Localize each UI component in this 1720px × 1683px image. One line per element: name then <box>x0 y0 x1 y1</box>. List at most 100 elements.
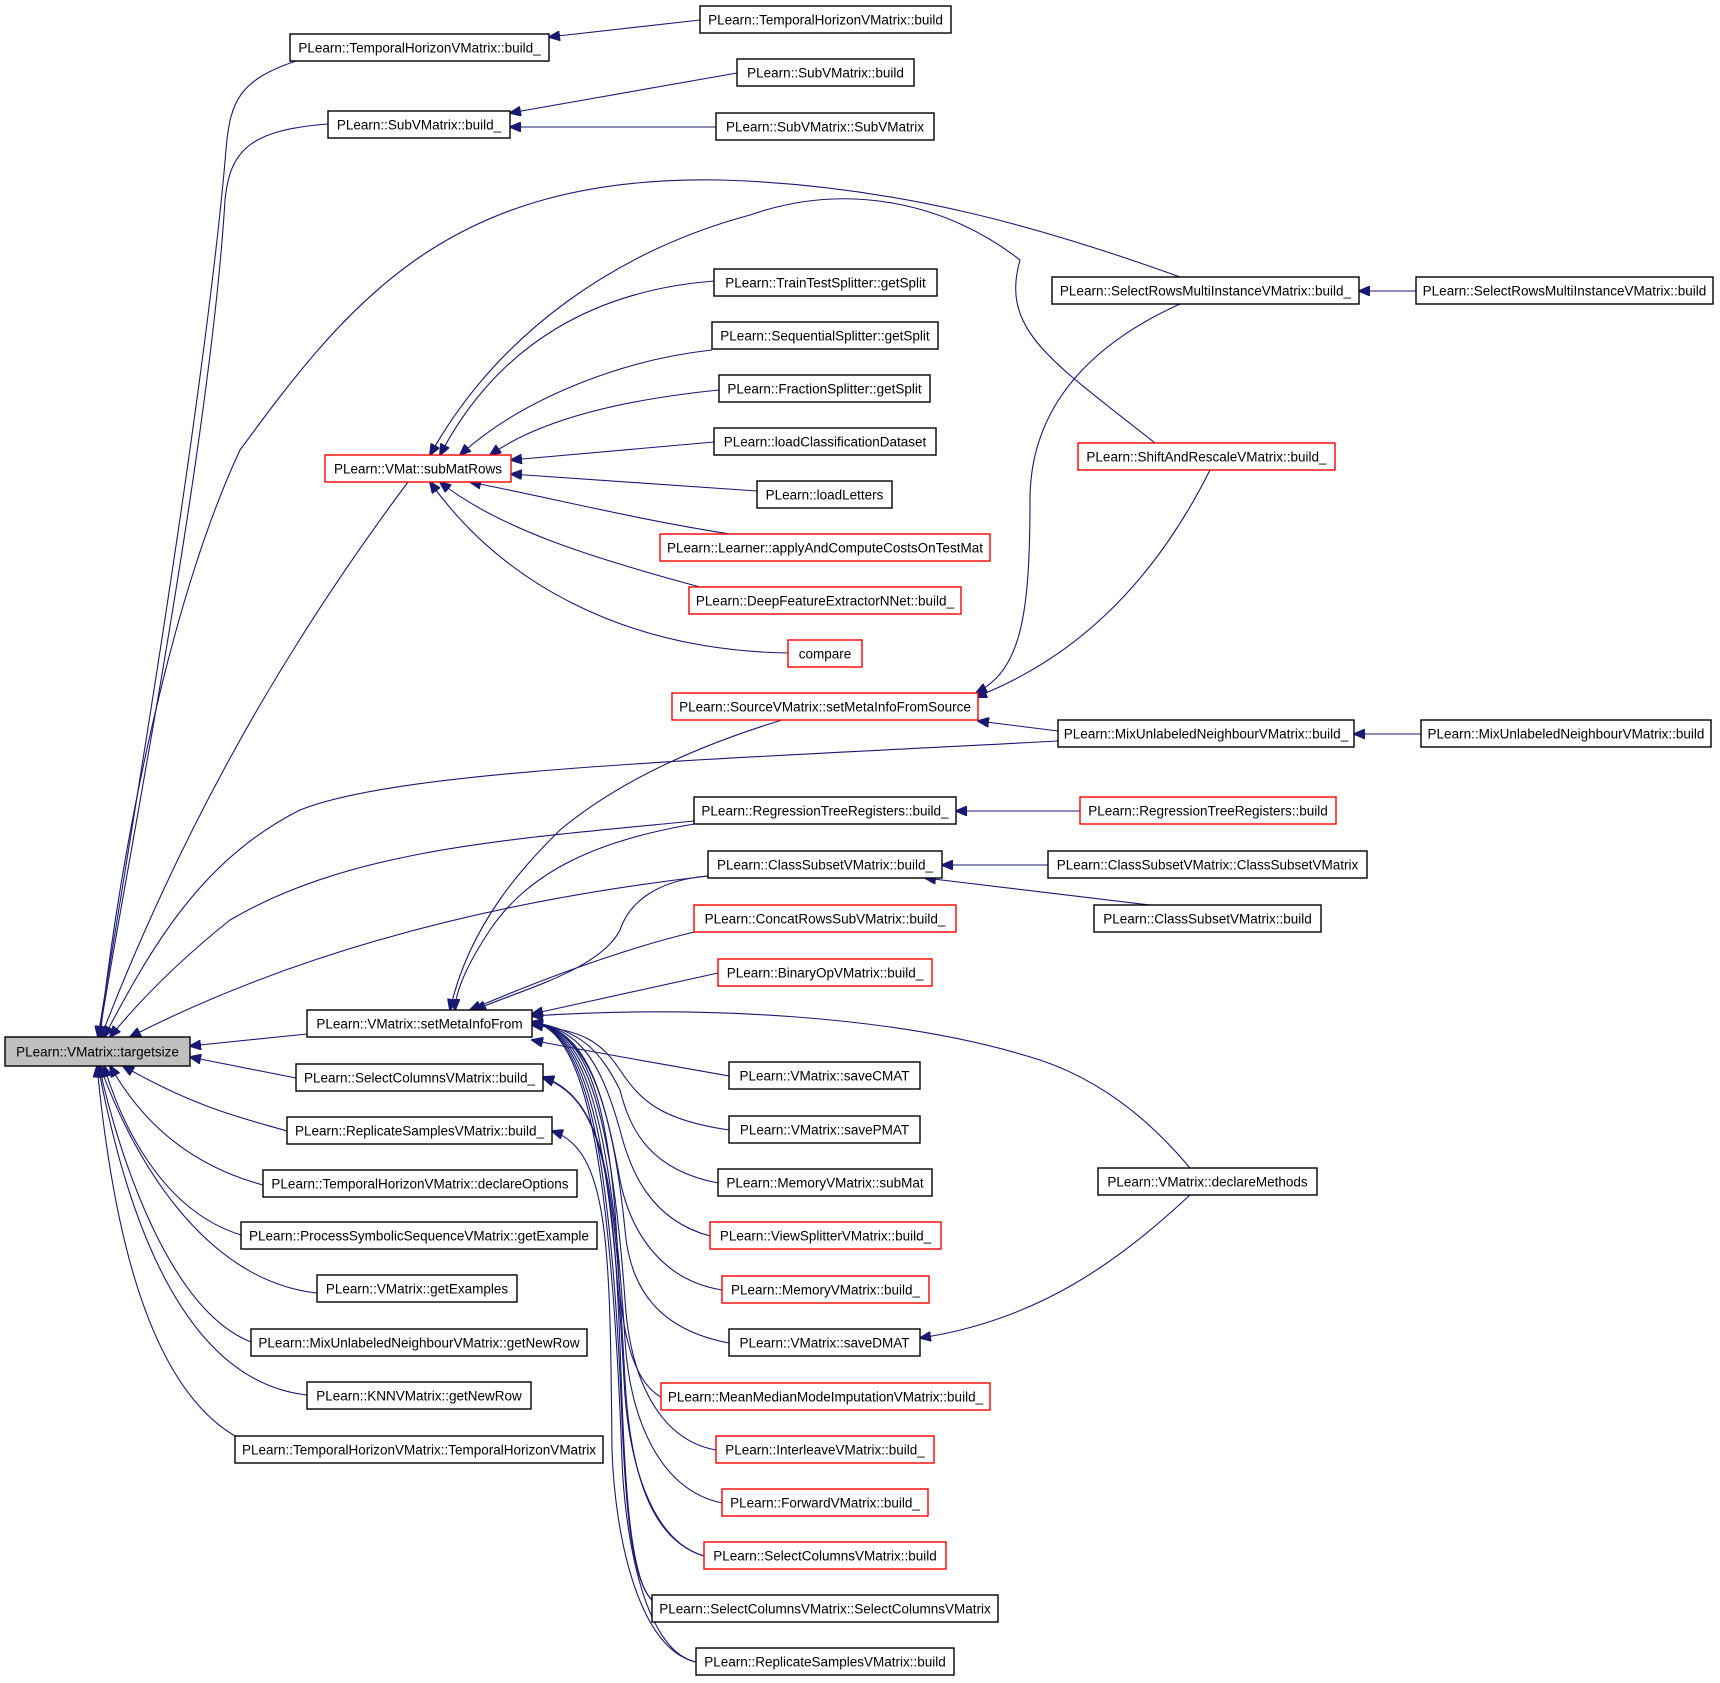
function-node[interactable]: PLearn::TemporalHorizonVMatrix::Temporal… <box>234 1435 604 1464</box>
function-node[interactable]: PLearn::RegressionTreeRegisters::build <box>1079 796 1337 825</box>
function-node[interactable]: PLearn::ReplicateSamplesVMatrix::build_ <box>286 1116 553 1145</box>
call-edge <box>532 1022 723 1504</box>
node-label: PLearn::ViewSplitterVMatrix::build_ <box>720 1229 932 1244</box>
function-node[interactable]: PLearn::ViewSplitterVMatrix::build_ <box>709 1221 942 1250</box>
function-node[interactable]: PLearn::VMatrix::setMetaInfoFrom <box>306 1009 533 1038</box>
function-node[interactable]: PLearn::SelectRowsMultiInstanceVMatrix::… <box>1051 276 1360 305</box>
function-node[interactable]: PLearn::TrainTestSplitter::getSplit <box>713 268 938 297</box>
node-label: PLearn::MixUnlabeledNeighbourVMatrix::bu… <box>1064 727 1349 742</box>
node-label: PLearn::RegressionTreeRegisters::build_ <box>701 804 949 819</box>
function-node[interactable]: PLearn::SelectColumnsVMatrix::build <box>703 1541 947 1570</box>
function-node[interactable]: PLearn::ReplicateSamplesVMatrix::build <box>695 1647 955 1676</box>
call-edge <box>190 1033 308 1046</box>
call-edge <box>470 931 695 1010</box>
node-box <box>1077 442 1336 471</box>
node-label: PLearn::MixUnlabeledNeighbourVMatrix::ge… <box>258 1336 579 1351</box>
node-box <box>693 796 957 825</box>
function-node[interactable]: PLearn::SubVMatrix::build_ <box>327 110 511 139</box>
function-node[interactable]: PLearn::ProcessSymbolicSequenceVMatrix::… <box>240 1221 598 1250</box>
function-node[interactable]: PLearn::RegressionTreeRegisters::build_ <box>693 796 957 825</box>
call-edge <box>100 179 1181 1037</box>
function-node[interactable]: PLearn::loadClassificationDataset <box>713 427 937 456</box>
function-node[interactable]: PLearn::TemporalHorizonVMatrix::build <box>699 5 952 34</box>
function-node[interactable]: PLearn::DeepFeatureExtractorNNet::build_ <box>688 586 962 615</box>
root-node[interactable]: PLearn::VMatrix::targetsize <box>4 1036 191 1067</box>
function-node[interactable]: PLearn::TemporalHorizonVMatrix::build_ <box>289 33 550 62</box>
call-edge <box>430 482 789 654</box>
node-label: compare <box>799 647 852 662</box>
function-node[interactable]: PLearn::MixUnlabeledNeighbourVMatrix::bu… <box>1057 719 1355 748</box>
function-node[interactable]: PLearn::ClassSubsetVMatrix::build_ <box>707 850 943 879</box>
function-node[interactable]: PLearn::MixUnlabeledNeighbourVMatrix::ge… <box>250 1328 588 1357</box>
node-box <box>286 1116 553 1145</box>
node-box <box>1093 904 1322 933</box>
node-box <box>713 427 937 456</box>
function-node[interactable]: PLearn::VMatrix::saveDMAT <box>728 1328 921 1357</box>
node-label: PLearn::InterleaveVMatrix::build_ <box>725 1443 925 1458</box>
function-node[interactable]: PLearn::ClassSubsetVMatrix::build <box>1093 904 1322 933</box>
call-edge <box>455 823 695 1010</box>
function-node[interactable]: PLearn::VMatrix::saveCMAT <box>728 1061 921 1090</box>
node-label: PLearn::SelectColumnsVMatrix::build <box>713 1549 937 1564</box>
function-node[interactable]: PLearn::MemoryVMatrix::subMat <box>717 1168 933 1197</box>
node-box <box>1051 276 1360 305</box>
node-label: PLearn::ClassSubsetVMatrix::build_ <box>717 858 934 873</box>
function-node[interactable]: PLearn::MixUnlabeledNeighbourVMatrix::bu… <box>1420 719 1712 748</box>
node-box <box>1057 719 1355 748</box>
node-box <box>728 1115 921 1144</box>
function-node[interactable]: PLearn::MemoryVMatrix::build_ <box>721 1275 930 1304</box>
node-label: PLearn::MixUnlabeledNeighbourVMatrix::bu… <box>1428 727 1705 742</box>
node-label: PLearn::TemporalHorizonVMatrix::declareO… <box>271 1177 568 1192</box>
function-node[interactable]: PLearn::ClassSubsetVMatrix::ClassSubsetV… <box>1047 850 1368 879</box>
function-node[interactable]: PLearn::VMatrix::getExamples <box>316 1274 518 1303</box>
function-node[interactable]: PLearn::ConcatRowsSubVMatrix::build_ <box>693 904 957 933</box>
node-label: PLearn::VMatrix::targetsize <box>16 1045 179 1060</box>
node-label: PLearn::TemporalHorizonVMatrix::build <box>708 13 943 28</box>
node-box <box>4 1036 191 1067</box>
function-node[interactable]: PLearn::SequentialSplitter::getSplit <box>711 321 939 350</box>
node-label: PLearn::FractionSplitter::getSplit <box>727 382 922 397</box>
function-node[interactable]: PLearn::VMat::subMatRows <box>324 454 512 483</box>
node-box <box>1097 1167 1318 1196</box>
function-node[interactable]: PLearn::FractionSplitter::getSplit <box>718 374 931 403</box>
node-box <box>671 692 979 721</box>
node-box <box>699 5 952 34</box>
node-box <box>728 1061 921 1090</box>
node-label: PLearn::SubVMatrix::build_ <box>337 118 502 133</box>
call-edge <box>976 469 1211 697</box>
call-edge <box>532 1022 719 1184</box>
function-node[interactable]: compare <box>787 639 863 668</box>
function-node[interactable]: PLearn::SelectColumnsVMatrix::SelectColu… <box>651 1594 999 1623</box>
function-node[interactable]: PLearn::Learner::applyAndComputeCostsOnT… <box>659 533 991 562</box>
node-label: PLearn::VMat::subMatRows <box>334 462 502 477</box>
node-label: PLearn::SourceVMatrix::setMetaInfoFromSo… <box>679 700 971 715</box>
call-edge <box>440 280 715 455</box>
node-label: PLearn::SelectColumnsVMatrix::SelectColu… <box>659 1602 991 1617</box>
call-edge <box>532 1022 723 1291</box>
node-label: PLearn::TrainTestSplitter::getSplit <box>725 276 926 291</box>
function-node[interactable]: PLearn::SelectRowsMultiInstanceVMatrix::… <box>1415 276 1714 305</box>
function-node[interactable]: PLearn::KNNVMatrix::getNewRow <box>306 1381 532 1410</box>
function-node[interactable]: PLearn::SourceVMatrix::setMetaInfoFromSo… <box>671 692 979 721</box>
function-node[interactable]: PLearn::InterleaveVMatrix::build_ <box>715 1435 935 1464</box>
node-label: PLearn::ClassSubsetVMatrix::ClassSubsetV… <box>1057 858 1359 873</box>
node-box <box>717 1168 933 1197</box>
function-node[interactable]: PLearn::ForwardVMatrix::build_ <box>721 1488 929 1517</box>
function-node[interactable]: PLearn::MeanMedianModeImputationVMatrix:… <box>660 1382 991 1411</box>
function-node[interactable]: PLearn::loadLetters <box>756 480 893 509</box>
function-node[interactable]: PLearn::SubVMatrix::SubVMatrix <box>715 112 935 141</box>
call-edge <box>532 972 719 1014</box>
function-node[interactable]: PLearn::VMatrix::savePMAT <box>728 1115 921 1144</box>
node-box <box>327 110 511 139</box>
function-node[interactable]: PLearn::SubVMatrix::build <box>736 58 915 87</box>
node-box <box>688 586 962 615</box>
call-edge <box>978 721 1059 732</box>
call-edge <box>130 875 709 1037</box>
function-node[interactable]: PLearn::TemporalHorizonVMatrix::declareO… <box>262 1169 578 1198</box>
function-node[interactable]: PLearn::BinaryOpVMatrix::build_ <box>717 958 933 987</box>
node-box <box>715 112 935 141</box>
function-node[interactable]: PLearn::VMatrix::declareMethods <box>1097 1167 1318 1196</box>
call-edge <box>98 60 297 1037</box>
function-node[interactable]: PLearn::SelectColumnsVMatrix::build_ <box>295 1063 544 1092</box>
function-node[interactable]: PLearn::ShiftAndRescaleVMatrix::build_ <box>1077 442 1336 471</box>
